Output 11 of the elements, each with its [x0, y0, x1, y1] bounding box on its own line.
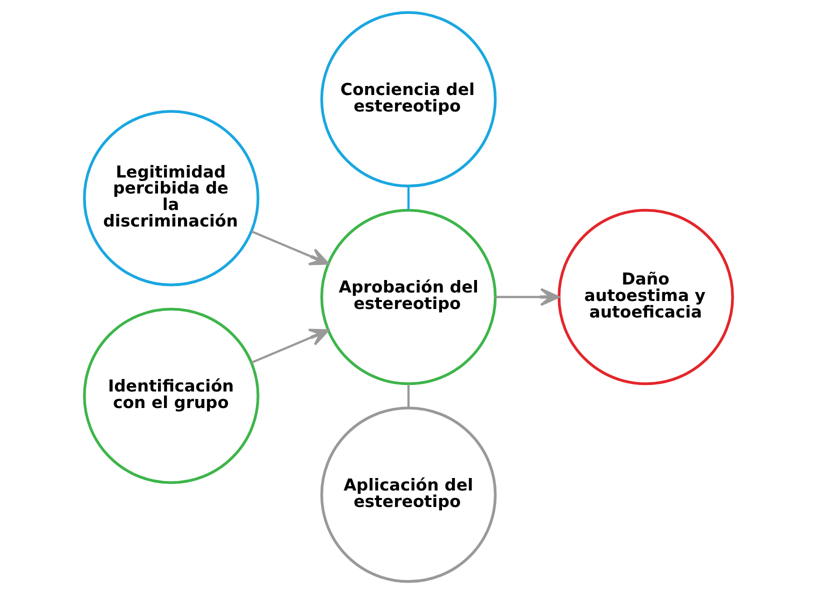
- arrow: [494, 288, 560, 306]
- arrow: [250, 230, 329, 266]
- node-circle: Conciencia del estereotipo: [320, 11, 496, 188]
- node-circle: Aplicación del estereotipo: [320, 406, 496, 583]
- node-circle: Aprobación del estereotipo: [320, 208, 496, 386]
- connector: [406, 384, 410, 408]
- node-circle: Legitimidad percibida de la discriminación: [82, 110, 259, 286]
- connector: [406, 186, 410, 210]
- node-circle: Daño autoestima y autoeficacia: [557, 208, 734, 386]
- node-circle: Identificación con el grupo: [82, 308, 259, 484]
- arrow: [250, 328, 329, 364]
